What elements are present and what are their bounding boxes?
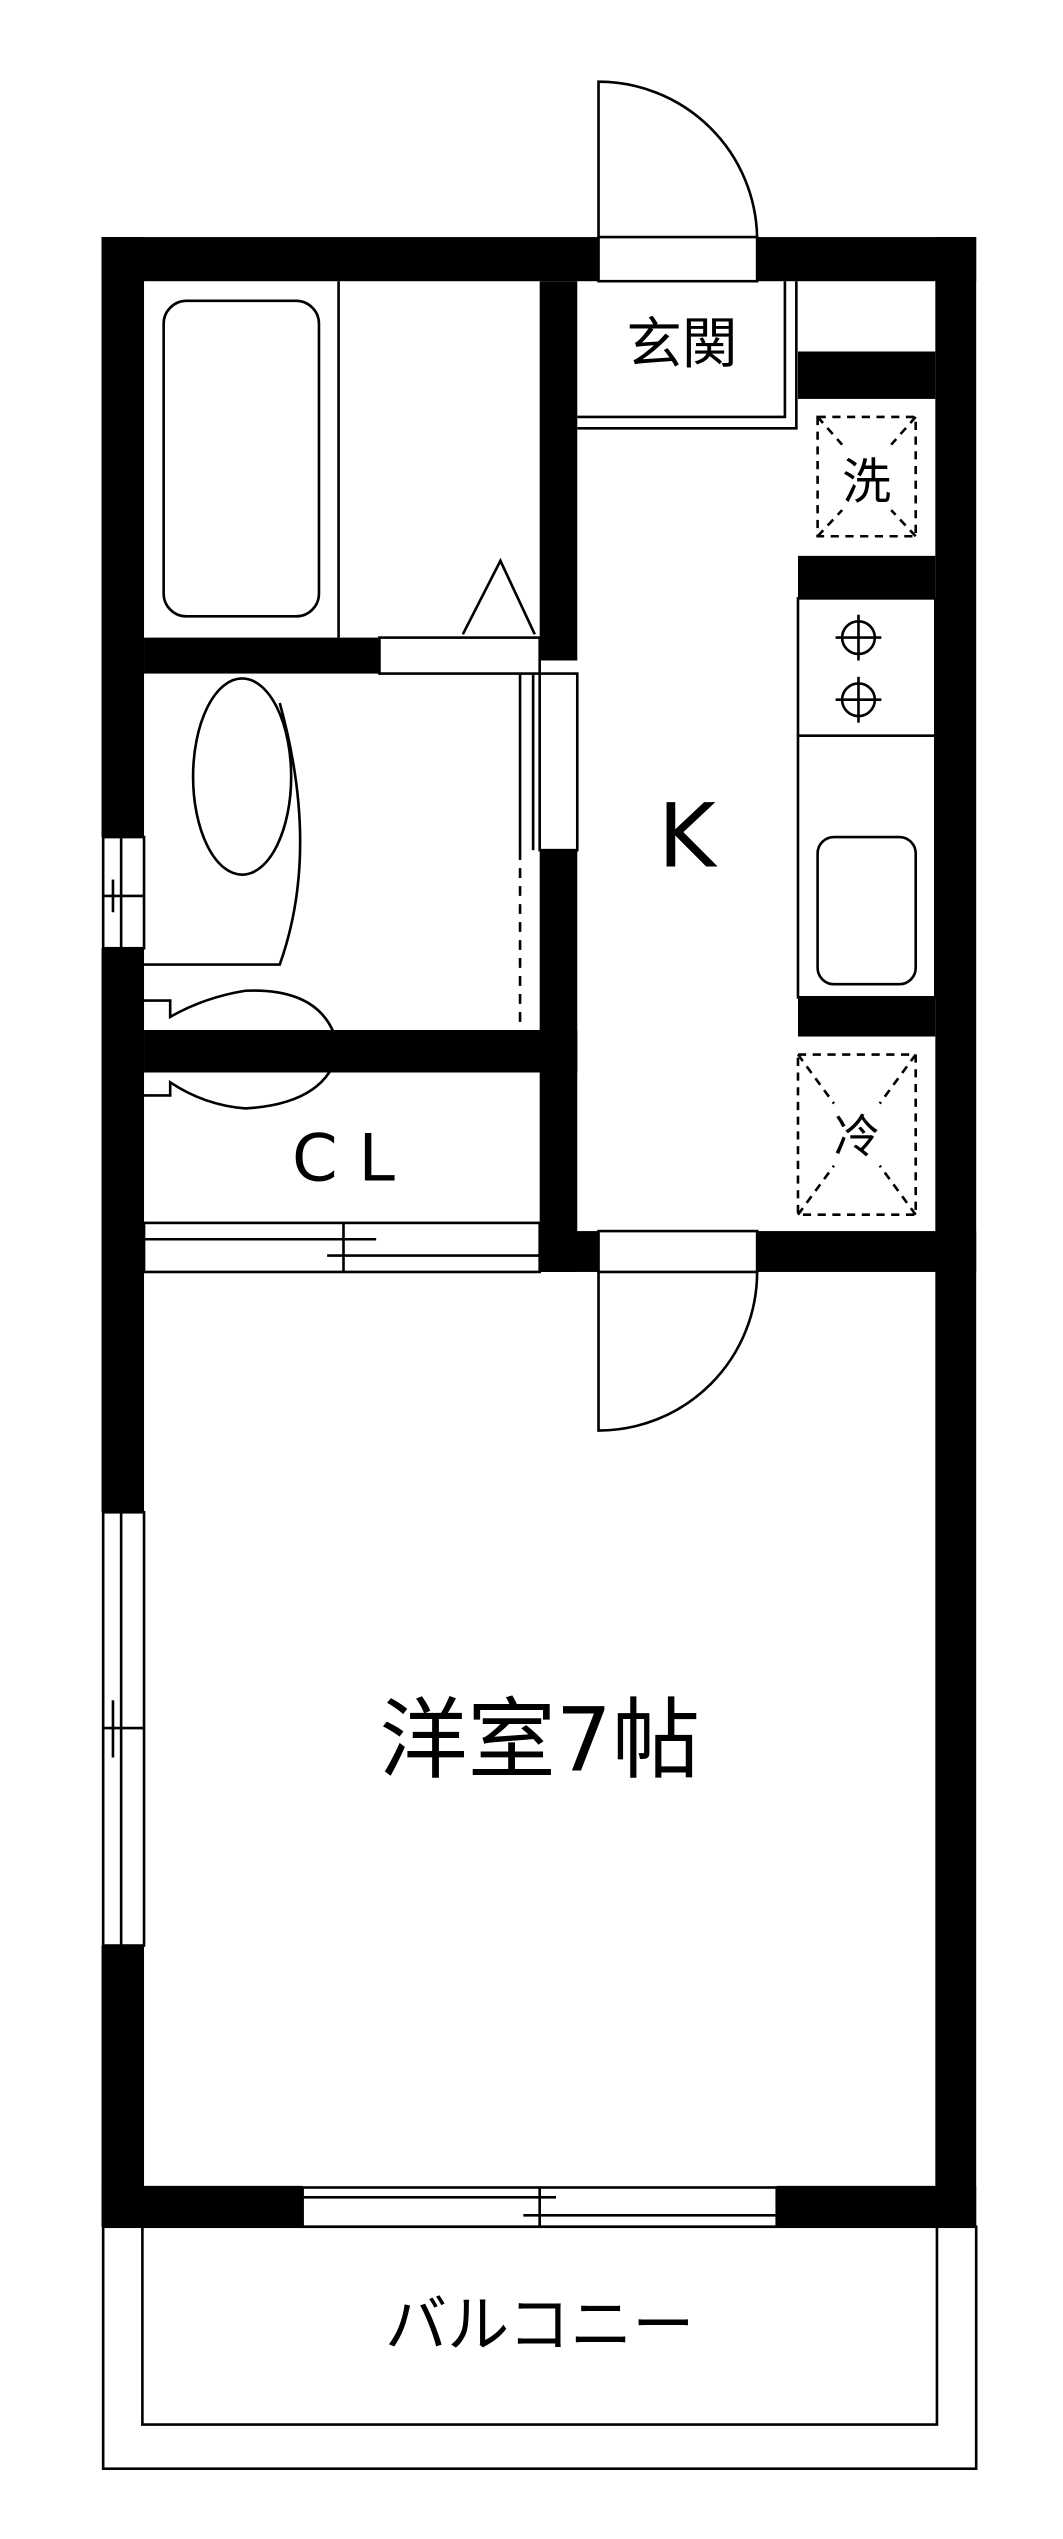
entrance-label: 玄関	[626, 312, 737, 377]
washer-space	[816, 415, 918, 538]
balcony-label: バルコニー	[385, 2288, 694, 2361]
closet-sliding-doors	[142, 1221, 541, 1274]
entry-door	[597, 80, 759, 283]
room-window-left	[101, 1510, 146, 1947]
refrigerator-space	[796, 1053, 918, 1217]
kitchen-label: K	[658, 784, 718, 887]
stove-burner-icon	[835, 614, 882, 723]
western-room-label: 洋室7帖	[379, 1689, 700, 1792]
bathroom	[162, 281, 541, 675]
closet-label: C L	[292, 1120, 395, 1196]
washer-label: 洗	[842, 453, 891, 511]
room-door	[597, 1229, 759, 1432]
toilet-window	[101, 835, 146, 950]
balcony-window	[301, 2186, 779, 2229]
bathtub-icon	[162, 299, 321, 618]
kitchen-counter	[796, 597, 937, 999]
genkan-step	[577, 281, 787, 419]
walls	[101, 237, 977, 2227]
refrigerator-label: 冷	[834, 1111, 880, 1164]
sink-icon	[816, 835, 918, 986]
water-heater-icon	[461, 557, 536, 635]
toilet	[144, 672, 579, 1110]
